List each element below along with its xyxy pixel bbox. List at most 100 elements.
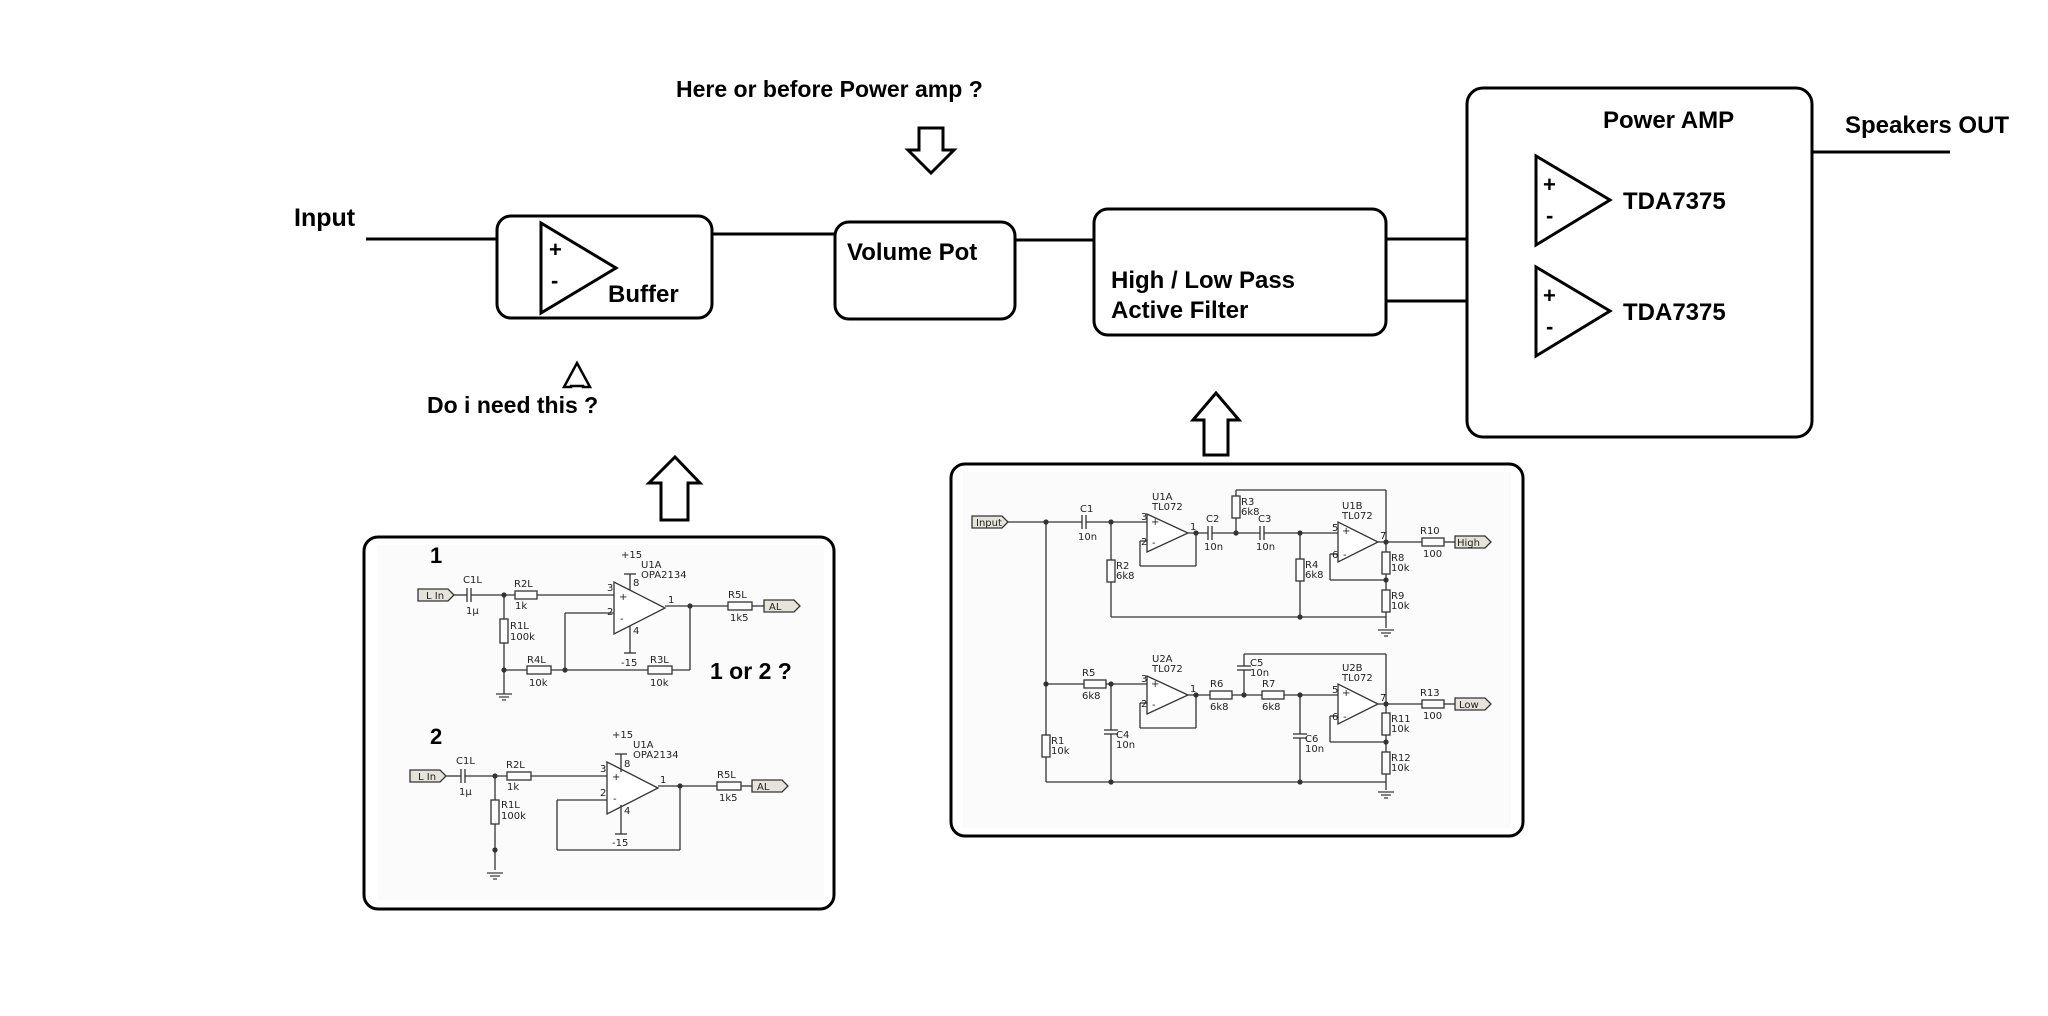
minus-sign: - bbox=[620, 614, 624, 625]
pin-label: 1 bbox=[1190, 684, 1196, 695]
r8-value: 10k bbox=[1391, 563, 1410, 574]
opa2134-label-2: OPA2134 bbox=[633, 750, 679, 761]
r9-label: R9 bbox=[1391, 591, 1404, 602]
option-2-number: 2 bbox=[430, 724, 442, 749]
down-arrow-icon bbox=[904, 126, 958, 176]
amp2-label: TDA7375 bbox=[1623, 299, 1726, 326]
r6-value: 6k8 bbox=[1210, 702, 1229, 713]
volume-pot-block bbox=[833, 220, 1017, 321]
r5l-value-2: 1k5 bbox=[719, 793, 738, 804]
u1a-type: TL072 bbox=[1151, 502, 1183, 513]
opa2134-label-1: OPA2134 bbox=[641, 570, 687, 581]
amp2-plus-sign: + bbox=[1543, 283, 1556, 308]
buffer-question: Do i need this ? bbox=[427, 392, 598, 418]
buffer-opamp-symbol bbox=[539, 220, 619, 316]
c2-value: 10n bbox=[1204, 542, 1223, 553]
u1a-label: U1A bbox=[1152, 492, 1173, 503]
r3l-value-1: 10k bbox=[650, 678, 669, 689]
r5-label: R5 bbox=[1082, 668, 1095, 679]
u2b-type: TL072 bbox=[1341, 673, 1373, 684]
c6-value: 10n bbox=[1305, 744, 1324, 755]
c1l-value-2: 1µ bbox=[459, 787, 472, 798]
u2a-type: TL072 bbox=[1151, 664, 1183, 675]
r12-label: R12 bbox=[1391, 753, 1411, 764]
option-question: 1 or 2 ? bbox=[710, 658, 792, 684]
opamp-u2a bbox=[1146, 674, 1190, 716]
c1-label: C1 bbox=[1080, 504, 1093, 515]
opamp-u1a bbox=[1146, 512, 1190, 554]
minus-sign: - bbox=[1343, 550, 1347, 561]
r1l-value-1: 100k bbox=[510, 632, 535, 643]
minus-sign: - bbox=[613, 794, 617, 805]
vneg-label-1: -15 bbox=[621, 658, 637, 669]
u1b-label: U1B bbox=[1342, 501, 1363, 512]
plus-sign: + bbox=[1342, 688, 1350, 699]
up-arrow-buffer-icon bbox=[645, 454, 704, 522]
r7-value: 6k8 bbox=[1262, 702, 1281, 713]
amp1-label: TDA7375 bbox=[1623, 188, 1726, 215]
plus-sign: + bbox=[619, 592, 627, 603]
up-arrow-small-icon bbox=[561, 360, 593, 389]
r13-value: 100 bbox=[1423, 711, 1442, 722]
pin-label: 2 bbox=[1141, 699, 1147, 710]
u1b-type: TL072 bbox=[1341, 511, 1373, 522]
l-in-label-2: L In bbox=[418, 772, 436, 783]
c1l-label-2: C1L bbox=[456, 756, 475, 767]
u2a-label: U2A bbox=[1152, 654, 1173, 665]
pin-label: 6 bbox=[1332, 712, 1338, 723]
plus-sign: + bbox=[1342, 526, 1350, 537]
r11-value: 10k bbox=[1391, 724, 1410, 735]
r2l-value-2: 1k bbox=[507, 782, 519, 793]
pin-label: 4 bbox=[624, 806, 630, 817]
r11-label: R11 bbox=[1391, 714, 1411, 725]
r1l-label-2: R1L bbox=[501, 800, 520, 811]
r3-value: 6k8 bbox=[1241, 507, 1260, 518]
amp2-opamp-symbol bbox=[1534, 264, 1613, 359]
c2-label: C2 bbox=[1206, 514, 1219, 525]
r5-value: 6k8 bbox=[1082, 691, 1101, 702]
c4-label: C4 bbox=[1116, 730, 1129, 741]
l-in-connector-1 bbox=[417, 588, 455, 602]
option-1-number: 1 bbox=[430, 543, 442, 568]
volume-position-question: Here or before Power amp ? bbox=[676, 76, 983, 102]
c6-label: C6 bbox=[1305, 734, 1318, 745]
low-connector bbox=[1454, 697, 1492, 711]
c1-value: 10n bbox=[1078, 532, 1097, 543]
pin-label: 6 bbox=[1332, 550, 1338, 561]
pin-label: 3 bbox=[607, 583, 613, 594]
r2l-value-1: 1k bbox=[515, 601, 527, 612]
pin-label: 1 bbox=[1190, 522, 1196, 533]
pin-label: 3 bbox=[1141, 512, 1147, 523]
pin-label: 2 bbox=[600, 788, 606, 799]
minus-sign: - bbox=[1152, 700, 1156, 711]
r4l-label-1: R4L bbox=[527, 655, 546, 666]
r13-label: R13 bbox=[1420, 688, 1440, 699]
c5-label: C5 bbox=[1250, 658, 1263, 669]
vneg-label-2: -15 bbox=[612, 838, 628, 849]
amp1-minus-sign: - bbox=[1546, 203, 1553, 228]
vpos-label-1: +15 bbox=[621, 550, 642, 561]
pin-label: 8 bbox=[624, 759, 630, 770]
u1a-label-1: U1A bbox=[641, 560, 662, 571]
r3-label: R3 bbox=[1241, 497, 1254, 508]
r5l-label-1: R5L bbox=[728, 590, 747, 601]
pin-label: 5 bbox=[1332, 685, 1338, 696]
c1l-label-1: C1L bbox=[463, 575, 482, 586]
l-in-connector-2 bbox=[409, 769, 447, 783]
opamp-u2b bbox=[1337, 682, 1380, 726]
plus-sign: + bbox=[612, 772, 620, 783]
r4-label: R4 bbox=[1305, 560, 1318, 571]
power-amp-title: Power AMP bbox=[1603, 107, 1734, 134]
al-connector-1 bbox=[763, 599, 801, 613]
r5l-value-1: 1k5 bbox=[730, 613, 749, 624]
high-connector-label: High bbox=[1457, 538, 1480, 549]
c4-value: 10n bbox=[1116, 740, 1135, 751]
pin-label: 3 bbox=[1141, 674, 1147, 685]
buffer-minus-sign: - bbox=[551, 268, 558, 293]
amp1-opamp-symbol bbox=[1534, 153, 1613, 248]
filter-label-line1: High / Low Pass bbox=[1111, 267, 1295, 294]
r10-value: 100 bbox=[1423, 549, 1442, 560]
input-connector bbox=[971, 515, 1009, 529]
buffer-plus-sign: + bbox=[549, 237, 562, 262]
